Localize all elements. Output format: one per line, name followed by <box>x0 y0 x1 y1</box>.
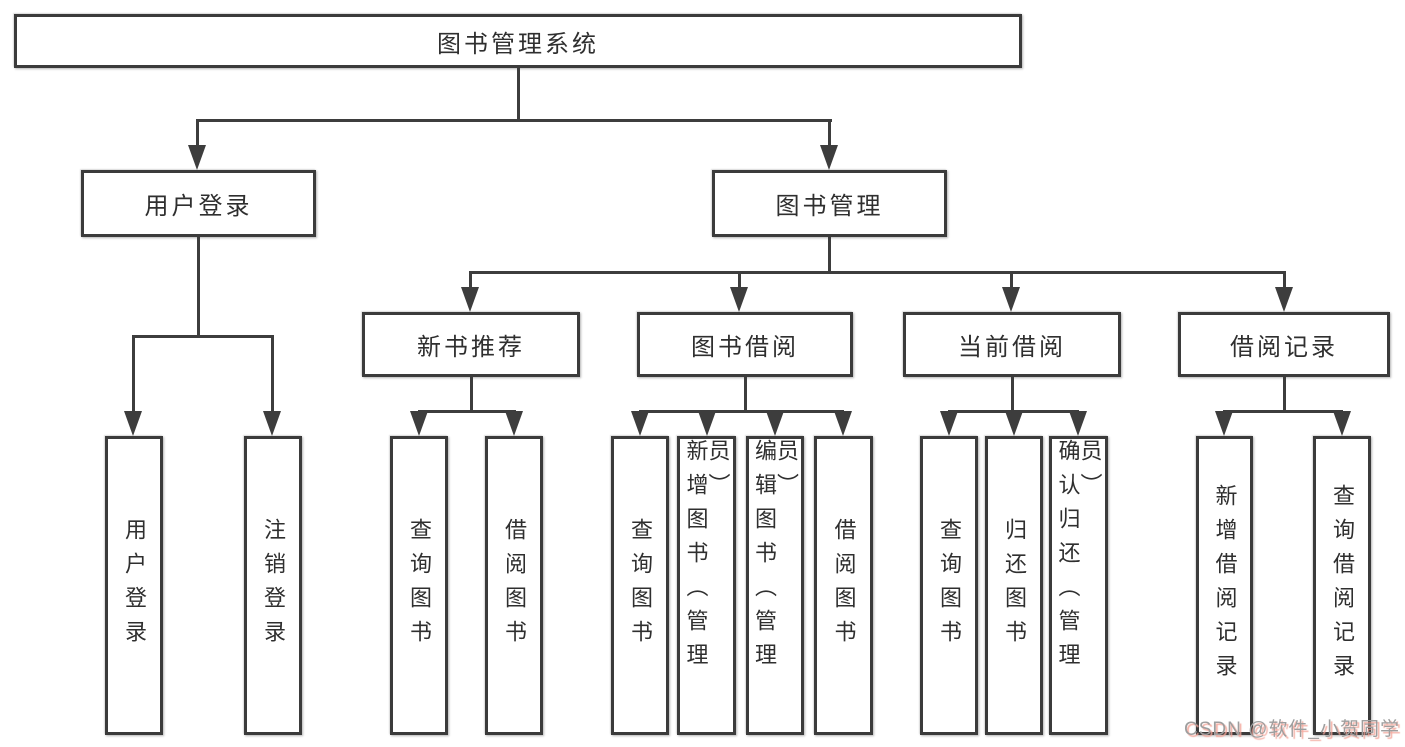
arrowhead-down-icon <box>1005 411 1023 436</box>
arrowhead-down-icon <box>263 411 281 436</box>
leaf-logout: 注销登录 <box>244 436 302 735</box>
arrowhead-down-icon <box>1069 411 1087 436</box>
node-label: 用户登录 <box>144 193 253 220</box>
node-book-management: 图书管理 <box>712 170 947 237</box>
node-label: 查询借阅记录 <box>1330 483 1355 688</box>
connector-userlogin-branch <box>132 335 273 338</box>
arrowhead-down-icon <box>461 287 479 312</box>
connector-level2-branch <box>469 271 1286 274</box>
arrowhead-down-icon <box>1002 287 1020 312</box>
node-label: 查询图书 <box>937 517 962 654</box>
connector-bookmgmt-stem <box>828 237 831 271</box>
leaf-return-books: 归还图书 <box>985 436 1043 735</box>
connector-userlogin-stem <box>197 237 200 335</box>
node-book-borrow: 图书借阅 <box>637 312 853 377</box>
arrowhead-down-icon <box>410 411 428 436</box>
arrowhead-down-icon <box>1275 287 1293 312</box>
node-label: 借阅图书 <box>831 517 857 654</box>
leaf-borrow-books-newbook: 借阅图书 <box>485 436 543 735</box>
leaf-confirm-return-admin: 确认归还（管理员） <box>1049 436 1108 735</box>
leaf-query-borrow-record: 查询借阅记录 <box>1313 436 1371 735</box>
connector-edge <box>196 119 199 149</box>
arrowhead-down-icon <box>766 411 784 436</box>
connector-root-stem <box>517 68 520 119</box>
leaf-add-borrow-record: 新增借阅记录 <box>1196 436 1253 735</box>
node-label: 确认归还（管理员） <box>1055 439 1103 677</box>
connector-edge <box>738 271 741 291</box>
node-label: 新增借阅记录 <box>1212 483 1238 688</box>
node-label: 借阅图书 <box>502 517 527 654</box>
node-label: 借阅记录 <box>1230 334 1338 361</box>
arrowhead-down-icon <box>820 145 838 170</box>
connector-records-branch <box>1223 410 1343 413</box>
node-user-login: 用户登录 <box>81 170 316 237</box>
leaf-user-login: 用户登录 <box>105 436 163 735</box>
arrowhead-down-icon <box>698 411 716 436</box>
arrowhead-down-icon <box>834 411 852 436</box>
connector-edge <box>132 335 135 413</box>
leaf-query-books-borrow: 查询图书 <box>611 436 669 735</box>
node-new-book-recommend: 新书推荐 <box>362 312 580 377</box>
leaf-add-books-admin: 新增图书（管理员） <box>677 436 736 735</box>
leaf-query-books-current: 查询图书 <box>920 436 978 735</box>
connector-edge <box>1283 271 1286 291</box>
node-label: 图书借阅 <box>691 334 799 361</box>
node-label: 当前借阅 <box>958 334 1066 361</box>
csdn-watermark: CSDN @软件_小贺同学 <box>1184 719 1400 740</box>
connector-edge <box>828 119 831 149</box>
node-label: 用户登录 <box>122 517 147 654</box>
arrowhead-down-icon <box>124 411 142 436</box>
arrowhead-down-icon <box>188 145 206 170</box>
node-label: 图书管理 <box>775 193 884 220</box>
arrowhead-down-icon <box>505 411 523 436</box>
node-label: 注销登录 <box>261 517 286 654</box>
connector-bookborrow-branch <box>639 410 844 413</box>
connector-newbook-stem <box>470 377 473 410</box>
connector-newbook-branch <box>418 410 516 413</box>
leaf-query-books-newbook: 查询图书 <box>390 436 448 735</box>
node-root-library-management-system: 图书管理系统 <box>14 14 1022 68</box>
connector-level1-branch <box>196 119 832 122</box>
arrowhead-down-icon <box>631 411 649 436</box>
node-borrow-records: 借阅记录 <box>1178 312 1390 377</box>
connector-edge <box>469 271 472 291</box>
connector-records-stem <box>1283 377 1286 410</box>
node-label: 查询图书 <box>407 517 432 654</box>
node-label: 新书推荐 <box>417 334 525 361</box>
node-label: 查询图书 <box>628 517 653 654</box>
leaf-edit-books-admin: 编辑图书（管理员） <box>746 436 804 735</box>
connector-currentborrow-stem <box>1011 377 1014 410</box>
node-label: 编辑图书（管理员） <box>752 439 799 677</box>
arrowhead-down-icon <box>730 287 748 312</box>
node-current-borrow: 当前借阅 <box>903 312 1121 377</box>
connector-edge <box>1010 271 1013 291</box>
node-label: 新增图书（管理员） <box>683 439 731 677</box>
arrowhead-down-icon <box>940 411 958 436</box>
node-label: 图书管理系统 <box>437 30 599 58</box>
connector-bookborrow-stem <box>744 377 747 410</box>
connector-edge <box>271 335 274 413</box>
arrowhead-down-icon <box>1333 411 1351 436</box>
leaf-borrow-books: 借阅图书 <box>814 436 873 735</box>
node-label: 归还图书 <box>1002 517 1027 654</box>
arrowhead-down-icon <box>1215 411 1233 436</box>
